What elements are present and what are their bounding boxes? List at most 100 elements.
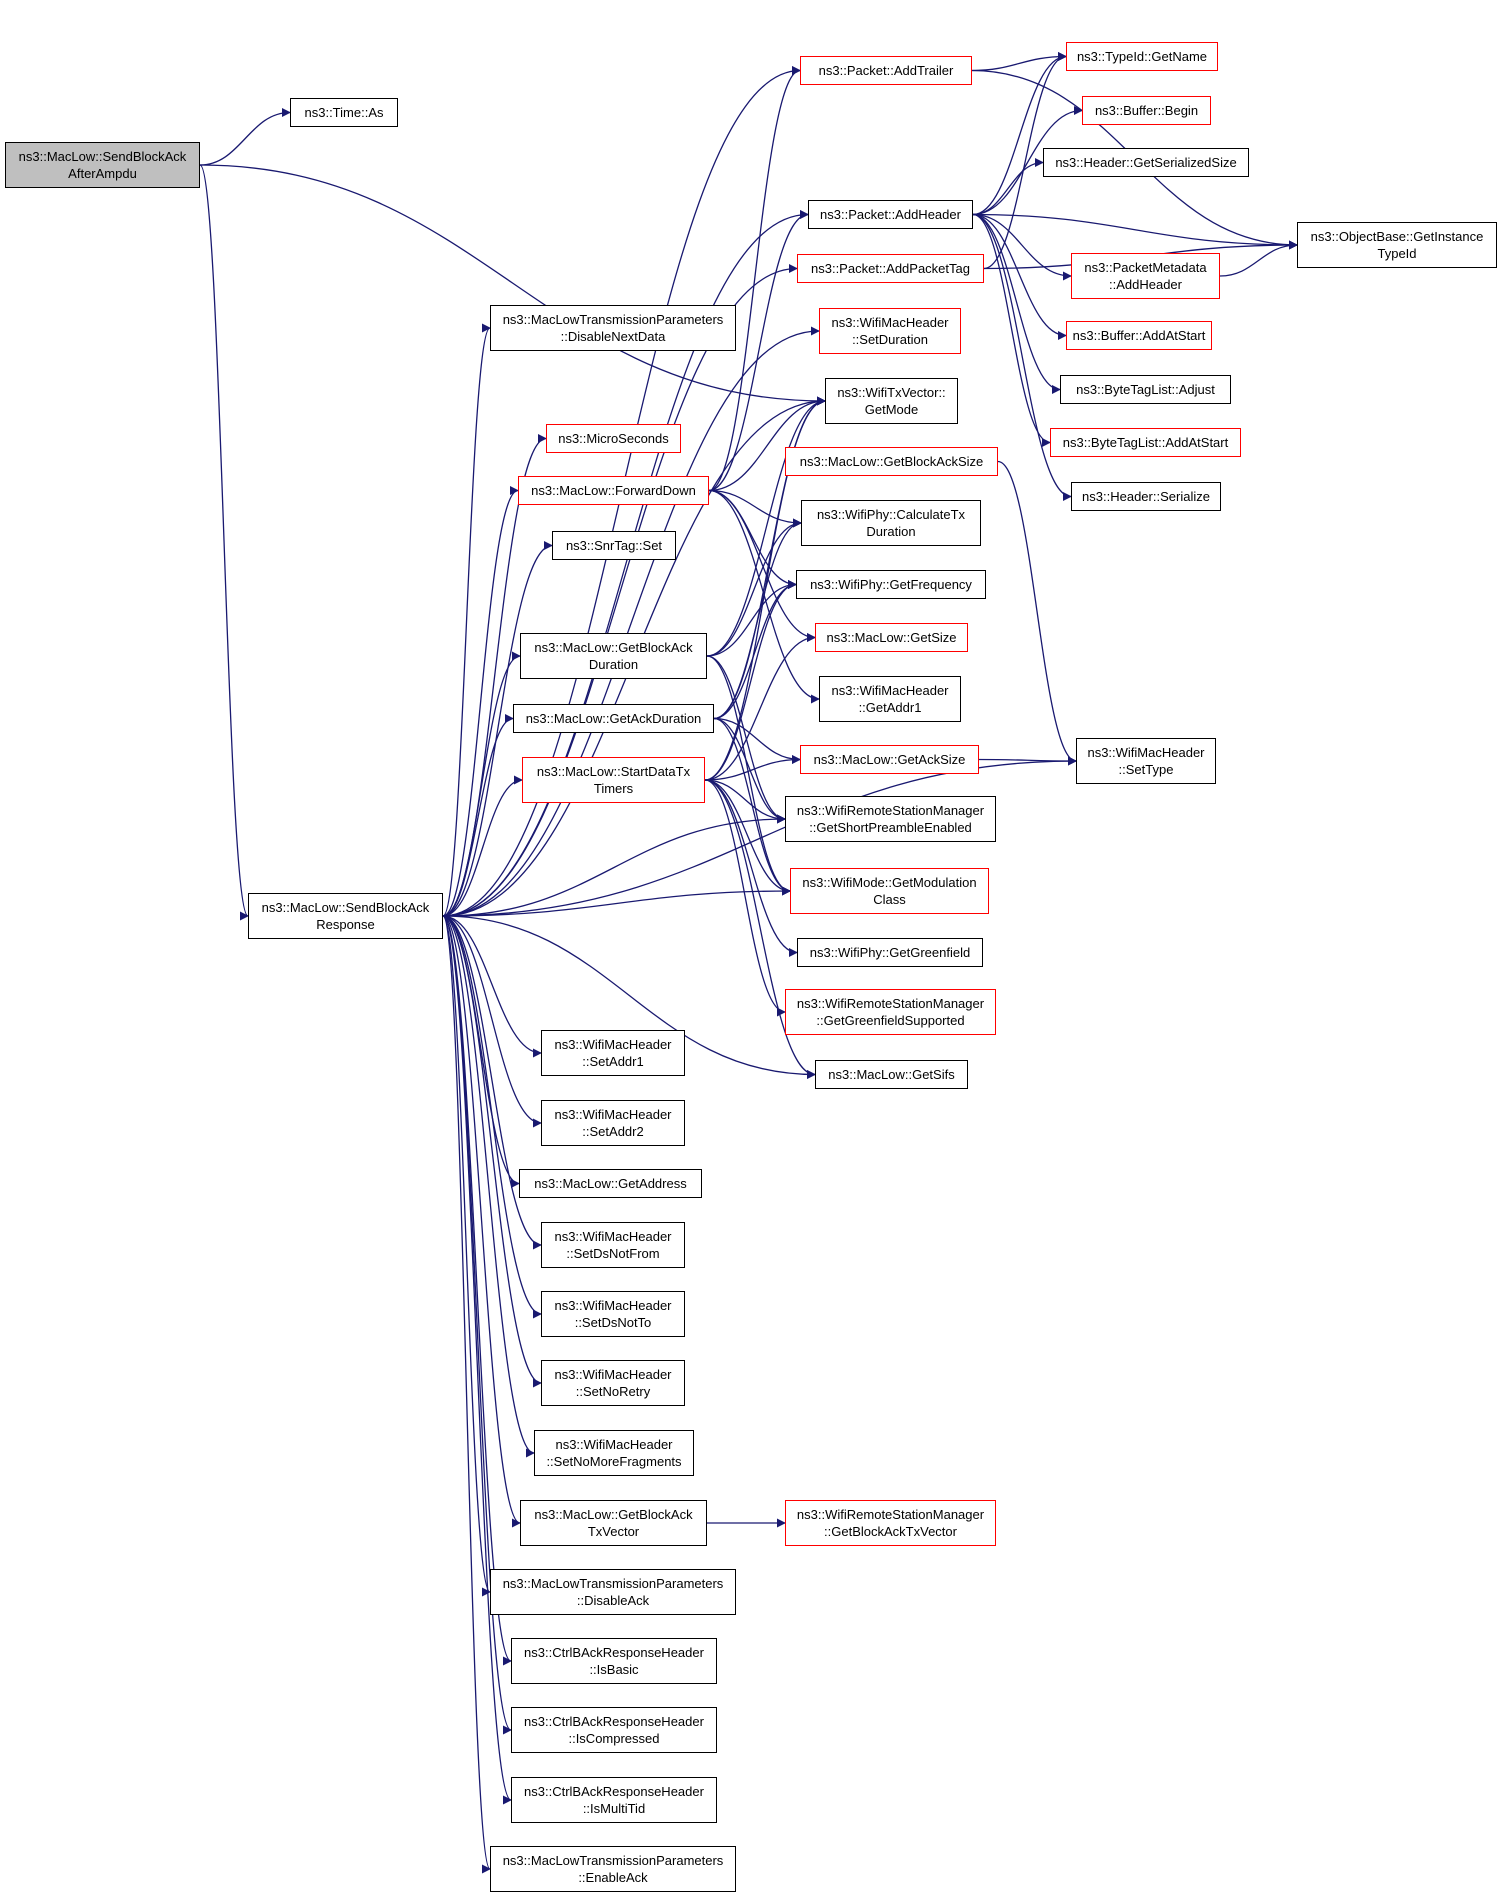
edge-startDataTxTimers-to-getAckSize bbox=[704, 755, 801, 781]
edge-startDataTxTimers-to-getSifs bbox=[704, 779, 816, 1079]
edge-sendBlockAckResponse-to-forwardDown bbox=[442, 486, 519, 917]
node-is-basic[interactable]: ns3::CtrlBAckResponseHeader::IsBasic bbox=[511, 1638, 717, 1684]
edge-startDataTxTimers-to-getModulationClass bbox=[704, 779, 791, 896]
node-buffer-begin[interactable]: ns3::Buffer::Begin bbox=[1082, 96, 1211, 125]
edge-getAckDuration-to-getShortPreambleEnabled bbox=[713, 717, 786, 824]
node-get-ack-size[interactable]: ns3::MacLow::GetAckSize bbox=[800, 745, 979, 774]
node-wrsm-get-block-ack-tx-vector[interactable]: ns3::WifiRemoteStationManager::GetBlockA… bbox=[785, 1500, 996, 1546]
edge-packetAddPacketTag-to-typeIdGetName bbox=[983, 52, 1067, 270]
edge-sendBlockAckResponse-to-wmhSetDuration bbox=[442, 326, 820, 917]
edge-packetMetadataAddHeader-to-getInstanceTypeId bbox=[1219, 240, 1298, 277]
edge-startDataTxTimers-to-getGreenfieldSupported bbox=[704, 779, 786, 1017]
node-get-greenfield-supported[interactable]: ns3::WifiRemoteStationManager::GetGreenf… bbox=[785, 989, 996, 1035]
node-disable-ack[interactable]: ns3::MacLowTransmissionParameters::Disab… bbox=[490, 1569, 736, 1615]
edge-sendBlockAckResponse-to-wmhSetDsNotFrom bbox=[442, 915, 542, 1250]
node-wifi-mac-header-set-duration[interactable]: ns3::WifiMacHeader::SetDuration bbox=[819, 308, 961, 354]
node-packet-add-trailer[interactable]: ns3::Packet::AddTrailer bbox=[800, 56, 972, 85]
node-header-serialize[interactable]: ns3::Header::Serialize bbox=[1071, 482, 1221, 511]
edge-sendBlockAckResponse-to-wmhSetDsNotTo bbox=[442, 915, 542, 1319]
edge-sendBlockAckAfterAmpdu-to-timeAs bbox=[199, 108, 291, 166]
node-get-frequency[interactable]: ns3::WifiPhy::GetFrequency bbox=[796, 570, 986, 599]
node-byte-tag-list-adjust[interactable]: ns3::ByteTagList::Adjust bbox=[1060, 375, 1231, 404]
edge-sendBlockAckAfterAmpdu-to-sendBlockAckResponse bbox=[199, 164, 249, 921]
node-forward-down[interactable]: ns3::MacLow::ForwardDown bbox=[518, 476, 709, 505]
node-type-id-get-name[interactable]: ns3::TypeId::GetName bbox=[1066, 42, 1218, 71]
edge-getBlockAckDuration-to-getModulationClass bbox=[706, 655, 791, 896]
edge-getAckSize-to-wmhSetType bbox=[978, 756, 1077, 766]
node-wifi-mac-header-set-addr2[interactable]: ns3::WifiMacHeader::SetAddr2 bbox=[541, 1100, 685, 1146]
edge-packetAddTrailer-to-typeIdGetName bbox=[971, 52, 1067, 72]
edge-sendBlockAckResponse-to-getShortPreambleEnabled bbox=[442, 814, 786, 917]
edge-forwardDown-to-calculateTxDuration bbox=[708, 489, 802, 528]
node-packet-add-header[interactable]: ns3::Packet::AddHeader bbox=[808, 200, 973, 229]
node-get-greenfield[interactable]: ns3::WifiPhy::GetGreenfield bbox=[797, 938, 983, 967]
edge-startDataTxTimers-to-getFrequency bbox=[704, 580, 797, 781]
edge-sendBlockAckResponse-to-disableAck bbox=[442, 915, 491, 1597]
node-micro-seconds[interactable]: ns3::MicroSeconds bbox=[546, 424, 681, 453]
edge-startDataTxTimers-to-txVectorGetMode bbox=[704, 396, 826, 781]
node-is-compressed[interactable]: ns3::CtrlBAckResponseHeader::IsCompresse… bbox=[511, 1707, 717, 1753]
edge-packetAddHeader-to-typeIdGetName bbox=[972, 52, 1067, 216]
node-wifi-mac-header-set-ds-not-to[interactable]: ns3::WifiMacHeader::SetDsNotTo bbox=[541, 1291, 685, 1337]
edge-packetAddHeader-to-bufferAddAtStart bbox=[972, 213, 1067, 340]
node-packet-metadata-add-header[interactable]: ns3::PacketMetadata::AddHeader bbox=[1071, 253, 1220, 299]
node-get-size[interactable]: ns3::MacLow::GetSize bbox=[815, 623, 968, 652]
edge-packetAddHeader-to-headerSerialize bbox=[972, 213, 1072, 501]
edge-sendBlockAckResponse-to-disableNextData bbox=[442, 323, 491, 917]
edge-sendBlockAckResponse-to-getBlockAckTxVector bbox=[442, 915, 521, 1528]
edge-sendBlockAckResponse-to-isMultiTid bbox=[442, 915, 512, 1805]
edge-sendBlockAckResponse-to-snrTagSet bbox=[442, 541, 553, 917]
node-wifi-tx-vector-get-mode[interactable]: ns3::WifiTxVector::GetMode bbox=[825, 378, 958, 424]
edge-packetAddHeader-to-headerGetSerializedSize bbox=[972, 158, 1044, 216]
edge-sendBlockAckResponse-to-getAckDuration bbox=[442, 714, 514, 917]
node-get-ack-duration[interactable]: ns3::MacLow::GetAckDuration bbox=[513, 704, 714, 733]
node-time-as[interactable]: ns3::Time::As bbox=[290, 98, 398, 127]
edge-forwardDown-to-packetAddHeader bbox=[708, 210, 809, 492]
node-wifi-mac-header-set-type[interactable]: ns3::WifiMacHeader::SetType bbox=[1076, 738, 1216, 784]
edge-getBlockAckDuration-to-getFrequency bbox=[706, 580, 797, 657]
edge-startDataTxTimers-to-getGreenfield bbox=[704, 779, 798, 957]
edge-startDataTxTimers-to-getShortPreambleEnabled bbox=[704, 779, 786, 824]
edge-getBlockAckSize-to-wmhSetType bbox=[997, 460, 1077, 766]
edge-sendBlockAckResponse-to-enableAck bbox=[442, 915, 491, 1874]
edge-getAckDuration-to-getFrequency bbox=[713, 580, 797, 720]
node-enable-ack[interactable]: ns3::MacLowTransmissionParameters::Enabl… bbox=[490, 1846, 736, 1892]
node-wifi-mac-header-get-addr1[interactable]: ns3::WifiMacHeader::GetAddr1 bbox=[819, 676, 961, 722]
edge-packetAddHeader-to-getInstanceTypeId bbox=[972, 213, 1298, 250]
node-get-short-preamble-enabled[interactable]: ns3::WifiRemoteStationManager::GetShortP… bbox=[785, 796, 996, 842]
edge-forwardDown-to-getSize bbox=[708, 489, 816, 642]
node-wifi-mac-header-set-ds-not-from[interactable]: ns3::WifiMacHeader::SetDsNotFrom bbox=[541, 1222, 685, 1268]
node-get-block-ack-size[interactable]: ns3::MacLow::GetBlockAckSize bbox=[785, 447, 998, 476]
node-get-address[interactable]: ns3::MacLow::GetAddress bbox=[519, 1169, 702, 1198]
edge-getBlockAckDuration-to-txVectorGetMode bbox=[706, 396, 826, 657]
edge-packetAddHeader-to-packetMetadataAddHeader bbox=[972, 213, 1072, 281]
node-wifi-mac-header-set-no-retry[interactable]: ns3::WifiMacHeader::SetNoRetry bbox=[541, 1360, 685, 1406]
node-disable-next-data[interactable]: ns3::MacLowTransmissionParameters::Disab… bbox=[490, 305, 736, 351]
node-header-get-serialized-size[interactable]: ns3::Header::GetSerializedSize bbox=[1043, 148, 1249, 177]
node-buffer-add-at-start[interactable]: ns3::Buffer::AddAtStart bbox=[1066, 321, 1212, 350]
edge-packetAddHeader-to-byteTagListAdjust bbox=[972, 213, 1061, 394]
edge-getBlockAckDuration-to-getShortPreambleEnabled bbox=[706, 655, 786, 824]
edge-packetAddHeader-to-byteTagListAddAtStart bbox=[972, 213, 1051, 447]
node-packet-add-packet-tag[interactable]: ns3::Packet::AddPacketTag bbox=[797, 254, 984, 283]
node-snr-tag-set[interactable]: ns3::SnrTag::Set bbox=[552, 531, 676, 560]
edge-sendBlockAckAfterAmpdu-to-txVectorGetMode bbox=[199, 164, 826, 406]
node-wifi-mac-header-set-addr1[interactable]: ns3::WifiMacHeader::SetAddr1 bbox=[541, 1030, 685, 1076]
node-byte-tag-list-add-at-start[interactable]: ns3::ByteTagList::AddAtStart bbox=[1050, 428, 1241, 457]
node-wifi-mac-header-set-no-more-fragments[interactable]: ns3::WifiMacHeader::SetNoMoreFragments bbox=[534, 1430, 694, 1476]
edge-packetAddHeader-to-bufferBegin bbox=[972, 106, 1083, 216]
edge-sendBlockAckResponse-to-getModulationClass bbox=[442, 886, 791, 917]
edge-getAckDuration-to-calculateTxDuration bbox=[713, 518, 802, 720]
node-is-multi-tid[interactable]: ns3::CtrlBAckResponseHeader::IsMultiTid bbox=[511, 1777, 717, 1823]
node-get-sifs[interactable]: ns3::MacLow::GetSifs bbox=[815, 1060, 968, 1089]
